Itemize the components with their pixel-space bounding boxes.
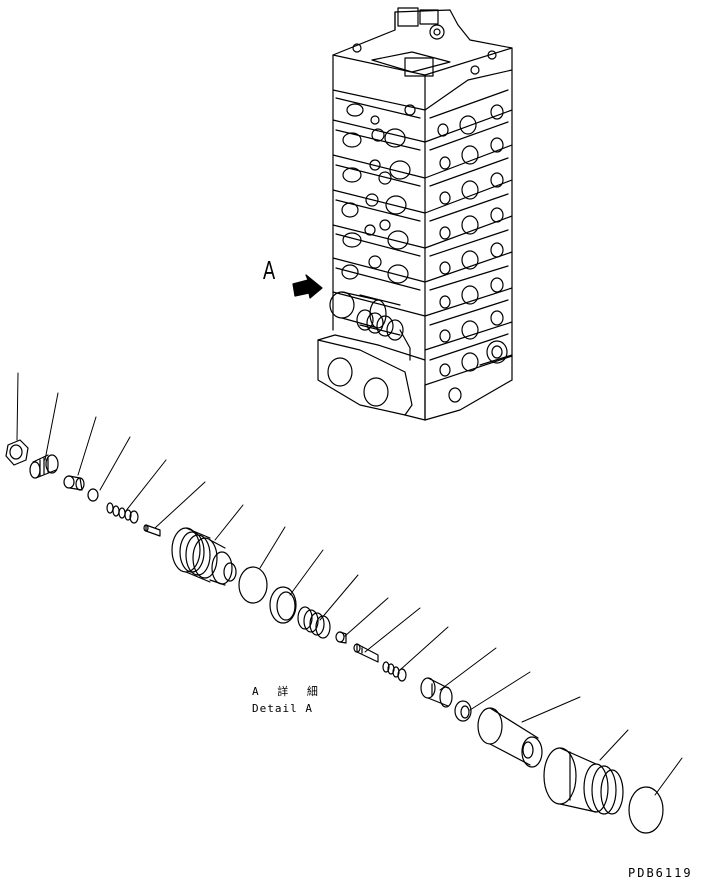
detail-title-jp: A 詳 細: [252, 685, 324, 698]
part-ring: [455, 701, 471, 721]
part-o-ring-large: [629, 787, 663, 833]
part-plug: [64, 476, 84, 490]
part-small-plug: [336, 632, 346, 643]
drawing-code: PDB6119: [628, 866, 693, 880]
part-long-pin: [354, 644, 378, 662]
leader-lines: [17, 373, 682, 795]
part-backup-ring: [239, 567, 267, 603]
part-valve-body: [172, 528, 236, 585]
part-spool: [421, 678, 452, 707]
part-nut: [6, 440, 28, 465]
part-threaded-sleeve: [30, 455, 58, 478]
part-seal-ring: [270, 587, 296, 623]
control-valve-assembly: [318, 8, 512, 420]
part-o-ring-small: [88, 489, 98, 501]
view-arrow: [293, 275, 322, 298]
part-pin: [144, 525, 160, 536]
part-spring-large: [298, 607, 330, 638]
part-spring-small: [383, 662, 406, 681]
part-end-cap: [544, 748, 623, 814]
detail-title-en: Detail A: [252, 702, 313, 715]
part-spring: [107, 503, 138, 523]
part-sleeve: [478, 708, 542, 767]
view-label: A: [263, 255, 276, 285]
